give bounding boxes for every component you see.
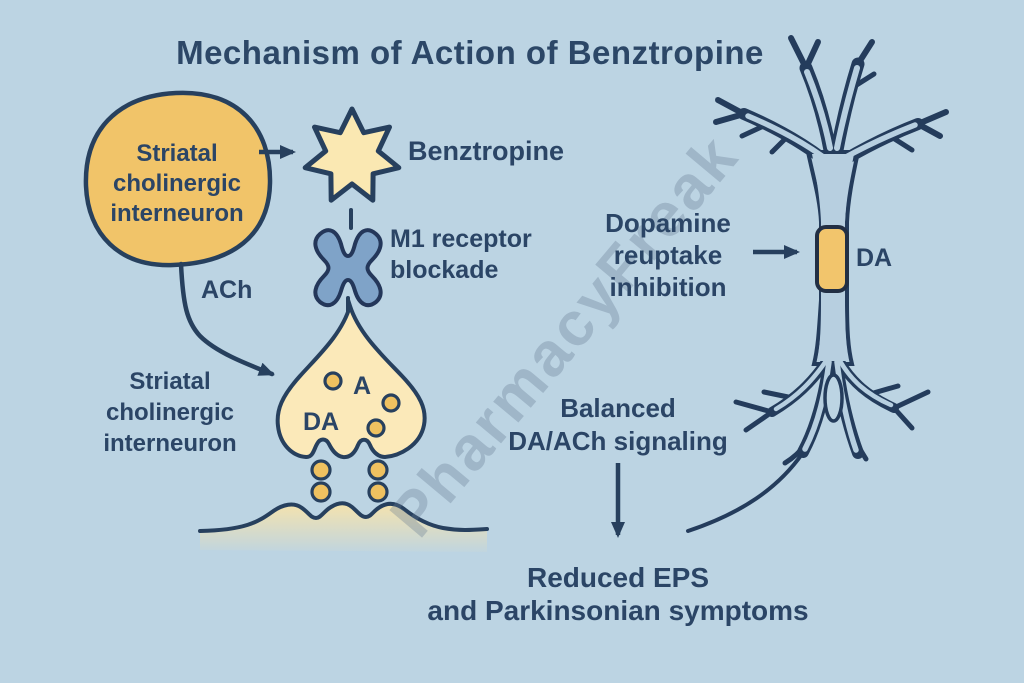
synaptic-terminal-shape xyxy=(275,299,427,460)
diagram-title: Mechanism of Action of Benztropine xyxy=(176,34,764,71)
vesicle-a-label: A xyxy=(353,372,372,400)
m1-blockade-label: M1 receptor blockade xyxy=(390,224,532,286)
vesicle-icon xyxy=(381,393,401,413)
m1-receptor-icon xyxy=(313,228,383,308)
released-vesicle-icon xyxy=(310,481,332,503)
benztropine-star-icon xyxy=(302,106,402,203)
ach-release-arrow xyxy=(178,261,275,377)
da-transporter-icon xyxy=(815,225,849,293)
balanced-label-line1: Balanced xyxy=(560,393,676,423)
postsynaptic-membrane-shape xyxy=(198,501,489,533)
vesicle-icon xyxy=(323,371,343,391)
benztropine-label: Benztropine xyxy=(408,136,565,166)
m1-label-line2: blockade xyxy=(390,256,499,284)
interneuron-cell-shape xyxy=(83,90,273,268)
dopamine-label-line1: Dopamine xyxy=(605,208,731,238)
m1-label-line1: M1 receptor xyxy=(390,225,532,253)
released-vesicle-icon xyxy=(367,481,389,503)
released-vesicle-icon xyxy=(367,459,389,481)
outcome-label: Reduced EPS and Parkinsonian symptoms xyxy=(410,561,826,627)
dopamine-label-line2: reuptake xyxy=(613,240,723,270)
interneuron-caption-line1: Striatal xyxy=(129,368,211,395)
interneuron-caption-line3: interneuron xyxy=(103,430,237,457)
vesicle-icon xyxy=(366,418,386,438)
cell-label-line1: Striatal xyxy=(136,140,218,167)
dopamine-neuron-shape xyxy=(686,35,949,533)
axon-da-label: DA xyxy=(856,244,893,272)
released-vesicle-icon xyxy=(310,459,332,481)
dopamine-reuptake-label: Dopamine reuptake inhibition xyxy=(578,207,758,303)
balanced-label-line2: DA/ACh signaling xyxy=(508,426,728,456)
outcome-label-line1: Reduced EPS xyxy=(526,562,710,593)
dopamine-label-line3: inhibition xyxy=(609,272,727,302)
vesicle-da-label: DA xyxy=(303,408,340,436)
postsynaptic-membrane-fill xyxy=(200,503,487,552)
cell-label-line3: interneuron xyxy=(110,200,244,227)
outcome-label-line2: and Parkinsonian symptoms xyxy=(427,595,809,626)
interneuron-caption-line2: cholinergic xyxy=(105,399,235,426)
cell-label-line2: cholinergic xyxy=(112,170,242,197)
interneuron-caption: Striatal cholinergic interneuron xyxy=(70,366,270,459)
balanced-signaling-label: Balanced DA/ACh signaling xyxy=(498,392,738,458)
ach-label: ACh xyxy=(201,276,253,304)
cell-label: Striatal cholinergic interneuron xyxy=(77,139,277,229)
